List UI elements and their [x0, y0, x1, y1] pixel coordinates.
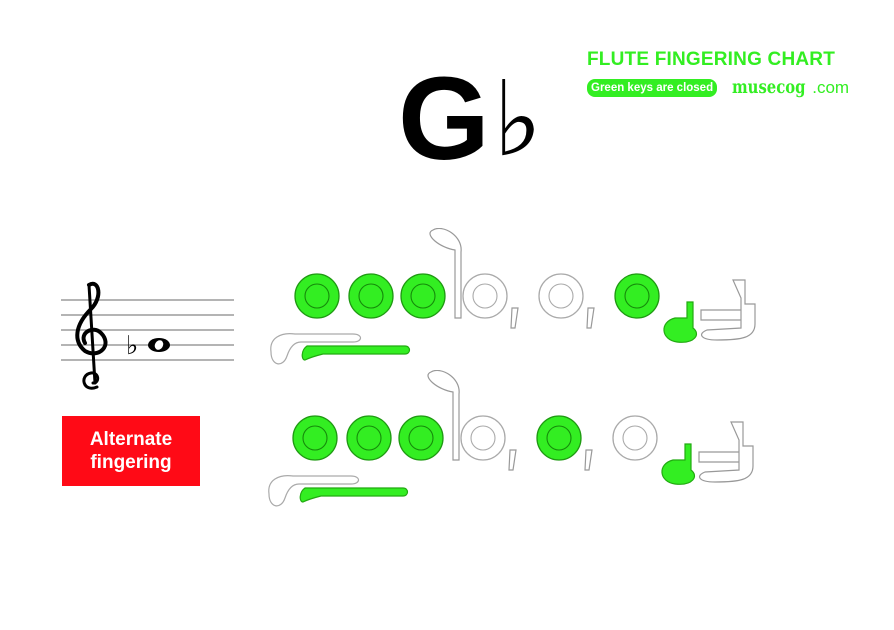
- tone-hole-inner-1: [302, 425, 328, 451]
- tone-hole-inner-4: [470, 425, 496, 451]
- trill-key-small: [584, 449, 593, 471]
- trill-key-small: [508, 449, 517, 471]
- tone-hole-inner-2: [358, 283, 384, 309]
- tone-hole-inner-2: [356, 425, 382, 451]
- trill-key-small: [510, 307, 519, 329]
- tone-hole-inner-4: [472, 283, 498, 309]
- alternate-fingering-label: Alternate fingering: [62, 416, 200, 486]
- foot-key-d-sharp: [700, 309, 748, 321]
- tone-hole-inner-3: [410, 283, 436, 309]
- tone-hole-inner-3: [408, 425, 434, 451]
- note-flat-sign: ♭: [493, 58, 543, 180]
- tone-hole-inner-5: [548, 283, 574, 309]
- treble-clef-icon: [75, 281, 108, 390]
- brand-logo[interactable]: musecog .com: [732, 74, 849, 102]
- legend-badge: Green keys are closed: [587, 79, 718, 97]
- tone-hole-inner-6: [622, 425, 648, 451]
- thumb-lever: [299, 487, 409, 503]
- g-sharp-key: [661, 443, 696, 485]
- trill-key-upper: [427, 370, 460, 461]
- foot-key-d-sharp: [698, 451, 746, 463]
- thumb-lever: [301, 345, 411, 361]
- foot-keys: [698, 421, 754, 483]
- chart-title: FLUTE FINGERING CHART: [587, 49, 836, 70]
- staff-flat-sign: ♭: [126, 331, 138, 361]
- fingering-diagram-standard: [270, 228, 756, 365]
- note-letter: G: [398, 53, 490, 185]
- tone-hole-inner-6: [624, 283, 650, 309]
- thumb-key: [270, 333, 362, 365]
- trill-key-upper: [429, 228, 462, 319]
- fingering-diagram-alternate: [268, 370, 754, 507]
- brand-name: musecog: [732, 76, 806, 98]
- foot-keys: [700, 279, 756, 341]
- tone-hole-inner-1: [304, 283, 330, 309]
- trill-key-small: [586, 307, 595, 329]
- thumb-key: [268, 475, 360, 507]
- brand-tld: .com: [812, 78, 850, 97]
- tone-hole-inner-5: [546, 425, 572, 451]
- g-sharp-key: [663, 301, 698, 343]
- music-staff: ♭: [61, 281, 234, 390]
